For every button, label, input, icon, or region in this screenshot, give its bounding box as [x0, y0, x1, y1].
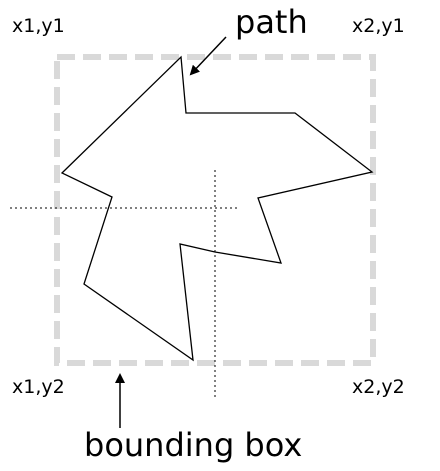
- bounding-box-rect: [54, 54, 376, 366]
- bottom-left-label: x1,y2: [12, 376, 65, 398]
- top-right-label: x2,y1: [352, 15, 405, 37]
- path-arrow: [189, 36, 227, 76]
- bounding-box-label: bounding box: [84, 426, 303, 464]
- top-left-label: x1,y1: [12, 15, 65, 37]
- path-shape: [60, 55, 374, 362]
- path-label: path: [235, 3, 308, 41]
- bottom-right-label: x2,y2: [352, 376, 405, 398]
